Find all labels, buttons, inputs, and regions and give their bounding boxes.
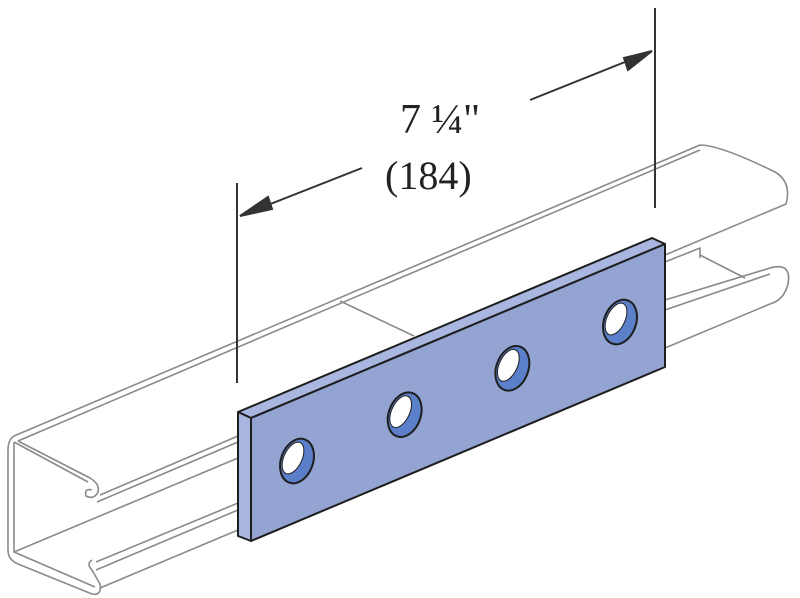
bolt-hole [602, 298, 638, 346]
bolt-hole [279, 437, 315, 485]
hole-opening [281, 441, 305, 475]
dimension-imperial: 7 ¼" [400, 97, 481, 143]
arrowhead-left-icon [239, 195, 274, 217]
dimension-metric: (184) [385, 153, 472, 198]
hole-opening [496, 348, 520, 382]
dimension-lines [236, 8, 656, 383]
plate-side-edge [237, 411, 252, 542]
hole-opening [604, 302, 628, 336]
bolt-hole [494, 345, 531, 392]
bolt-hole [386, 391, 423, 438]
strut-channel [7, 144, 790, 596]
arrowhead-right-icon [622, 50, 653, 72]
dimension-line-right [529, 55, 641, 101]
hole-opening [389, 395, 413, 429]
plate-front-face [250, 243, 666, 542]
splice-plate [237, 237, 666, 542]
